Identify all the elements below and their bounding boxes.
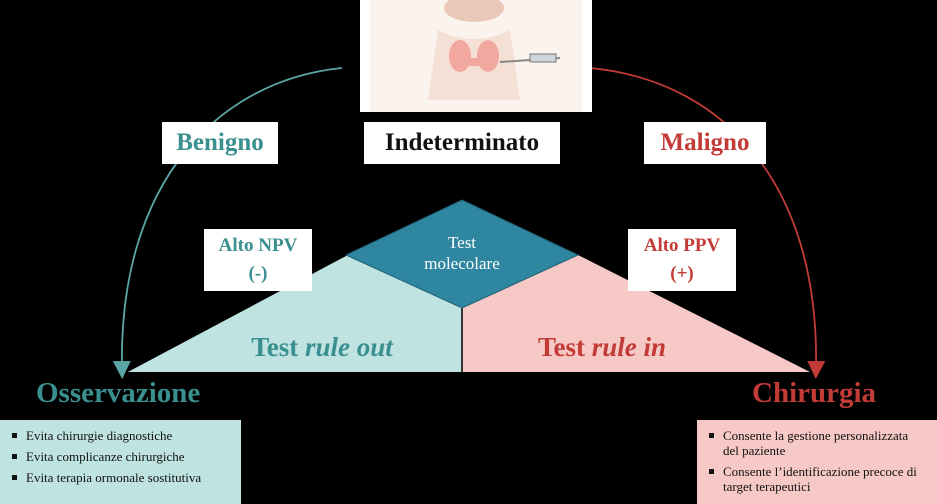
malignant-label: Maligno	[644, 122, 766, 164]
rule-in-label: Test rule in	[478, 332, 726, 363]
list-item: Evita terapia ormonale sostitutiva	[12, 470, 231, 485]
thyroid-photo	[360, 0, 592, 112]
list-item: Consente la gestione personalizzata del …	[709, 428, 927, 458]
rule-out-prefix: Test	[251, 332, 299, 362]
npv-line1: Alto NPV	[218, 235, 298, 256]
surgery-benefits-panel: Consente la gestione personalizzata del …	[697, 420, 937, 504]
benign-label: Benigno	[162, 122, 278, 164]
surgery-heading: Chirurgia	[752, 377, 877, 409]
test-line2: molecolare	[424, 254, 500, 273]
rule-out-em: rule out	[304, 332, 393, 362]
observation-heading: Osservazione	[36, 377, 201, 409]
molecular-test-diamond	[344, 199, 580, 309]
indeterminate-label: Indeterminato	[364, 122, 560, 164]
rule-in-triangle	[462, 255, 810, 372]
list-item: Evita complicanze chirurgiche	[12, 449, 231, 464]
rule-out-label: Test rule out	[198, 332, 446, 363]
test-line1: Test	[447, 233, 477, 252]
high-npv-label: Alto NPV (-)	[204, 229, 312, 291]
list-item: Evita chirurgie diagnostiche	[12, 428, 231, 443]
rule-in-prefix: Test	[537, 332, 585, 362]
high-ppv-label: Alto PPV (+)	[628, 229, 736, 291]
npv-line2: (-)	[248, 263, 268, 284]
molecular-test-label: Test molecolare	[392, 232, 532, 274]
list-item: Consente l’identificazione precoce di ta…	[709, 464, 927, 494]
observation-benefits-panel: Evita chirurgie diagnostiche Evita compl…	[0, 420, 241, 504]
ppv-line2: (+)	[670, 263, 694, 284]
rule-in-em: rule in	[591, 332, 667, 362]
ppv-line1: Alto PPV	[643, 235, 721, 256]
